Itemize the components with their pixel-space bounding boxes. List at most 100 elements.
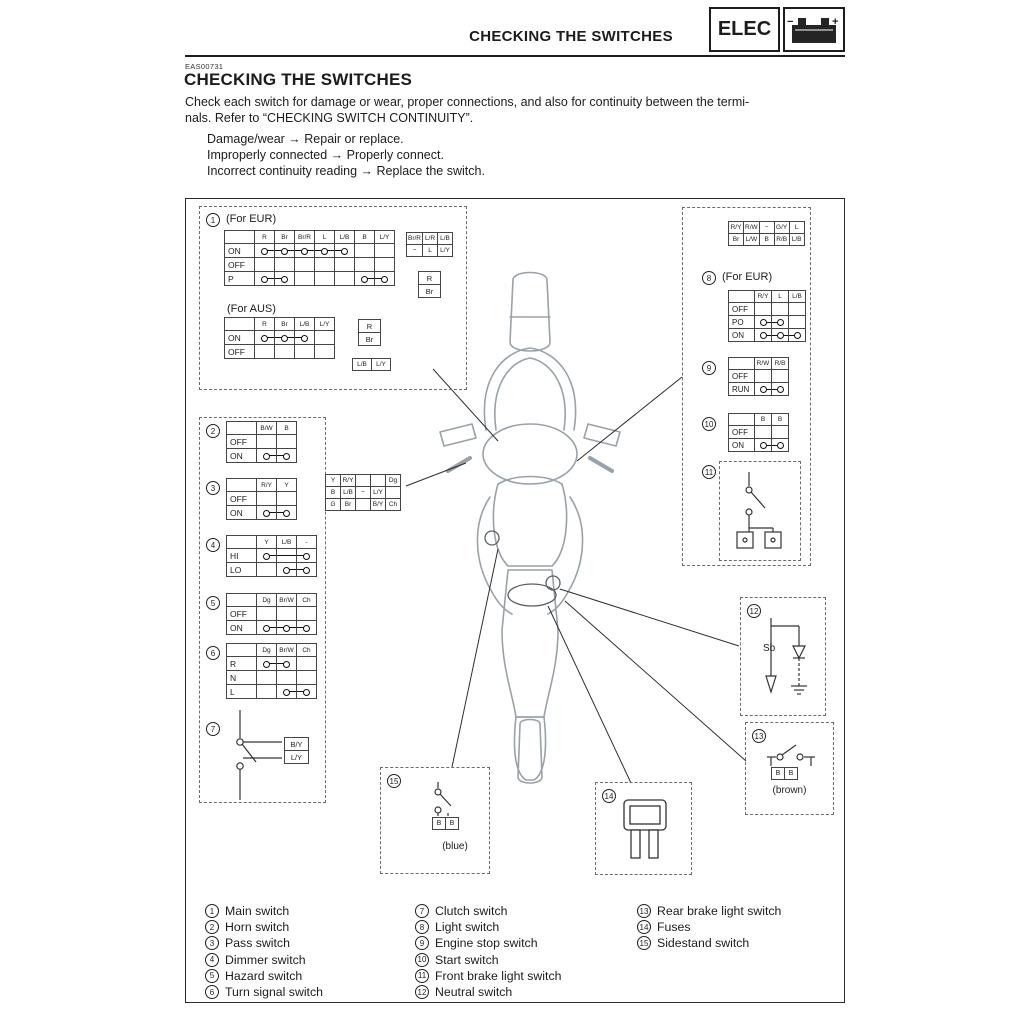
callout-14: 14 (602, 789, 616, 803)
legend-item: 7 Clutch switch (415, 903, 561, 919)
section-heading: CHECKING THE SWITCHES (184, 70, 413, 89)
legend-item-number: 3 (205, 936, 219, 951)
rear-brake-switch-group (745, 722, 834, 815)
callout-3: 3 (206, 481, 220, 495)
legend-item: 15 Sidestand switch (637, 935, 781, 951)
legend-item-label: Start switch (435, 952, 499, 967)
legend-item: 3 Pass switch (205, 935, 323, 951)
left-switch-group (199, 417, 326, 803)
callout-8: 8 (702, 271, 716, 285)
legend-item-number: 6 (205, 985, 219, 1000)
legend-item-number: 7 (415, 904, 429, 919)
legend-item-label: Pass switch (225, 936, 290, 951)
legend-item: 10 Start switch (415, 952, 561, 968)
callout-13: 13 (752, 729, 766, 743)
svg-text:+: + (832, 16, 838, 28)
callout-2: 2 (206, 424, 220, 438)
legend-item-number: 13 (637, 904, 651, 919)
main-switch-aus-label: (For AUS) (227, 303, 276, 315)
neutral-switch-wire-label: Sb (763, 643, 776, 654)
neutral-switch-symbol (765, 618, 807, 695)
legend-item-number: 8 (415, 920, 429, 935)
legend-item-number: 1 (205, 904, 219, 919)
light-switch-eur-label: (For EUR) (722, 271, 773, 283)
callout-15: 15 (387, 774, 401, 788)
legend-item-label: Main switch (225, 904, 290, 919)
callout-10: 10 (702, 417, 716, 431)
fuses-group (595, 782, 692, 875)
clutch-switch-symbol (236, 710, 282, 800)
callout-1: 1 (206, 213, 220, 227)
callout-12: 12 (747, 604, 761, 618)
callout-6: 6 (206, 646, 220, 660)
legend-item-number: 12 (415, 985, 429, 1000)
intro-bullet-1: Damage/wear → Repair or replace. (207, 132, 404, 146)
right-switch-group (682, 207, 811, 566)
legend-item: 1 Main switch (205, 903, 323, 919)
sidestand-switch-color-note: (blue) (442, 841, 468, 852)
rear-brake-switch-color-note: (brown) (772, 785, 807, 796)
legend-item: 8 Light switch (415, 919, 561, 935)
legend-item-label: Sidestand switch (657, 936, 750, 951)
legend-item-number: 11 (415, 968, 429, 983)
legend-item-label: Neutral switch (435, 985, 513, 1000)
main-switch-eur-label: (For EUR) (226, 213, 277, 225)
legend-item-label: Hazard switch (225, 968, 303, 983)
front-brake-light-switch-symbol (736, 472, 782, 549)
fuse-icon (623, 799, 667, 859)
legend-item-label: Light switch (435, 920, 500, 935)
legend-item-number: 10 (415, 952, 429, 967)
legend-item-number: 5 (205, 968, 219, 983)
legend-item-number: 2 (205, 920, 219, 935)
intro-bullet-2: Improperly connected → Properly connect. (207, 148, 444, 162)
legend-item: 12 Neutral switch (415, 984, 561, 1000)
intro-line-1: Check each switch for damage or wear, pr… (185, 95, 750, 109)
legend-item-label: Clutch switch (435, 904, 508, 919)
battery-badge: − + (783, 7, 845, 52)
callout-11: 11 (702, 465, 716, 479)
elec-badge: ELEC (709, 7, 780, 52)
elec-badge-label: ELEC (717, 18, 772, 40)
legend-item-number: 15 (637, 936, 651, 951)
callout-7: 7 (206, 722, 220, 736)
intro-line-2: nals. Refer to “CHECKING SWITCH CONTINUI… (185, 111, 474, 125)
legend-item: 5 Hazard switch (205, 968, 323, 984)
neutral-switch-group (740, 597, 826, 716)
legend-item-label: Dimmer switch (225, 952, 306, 967)
